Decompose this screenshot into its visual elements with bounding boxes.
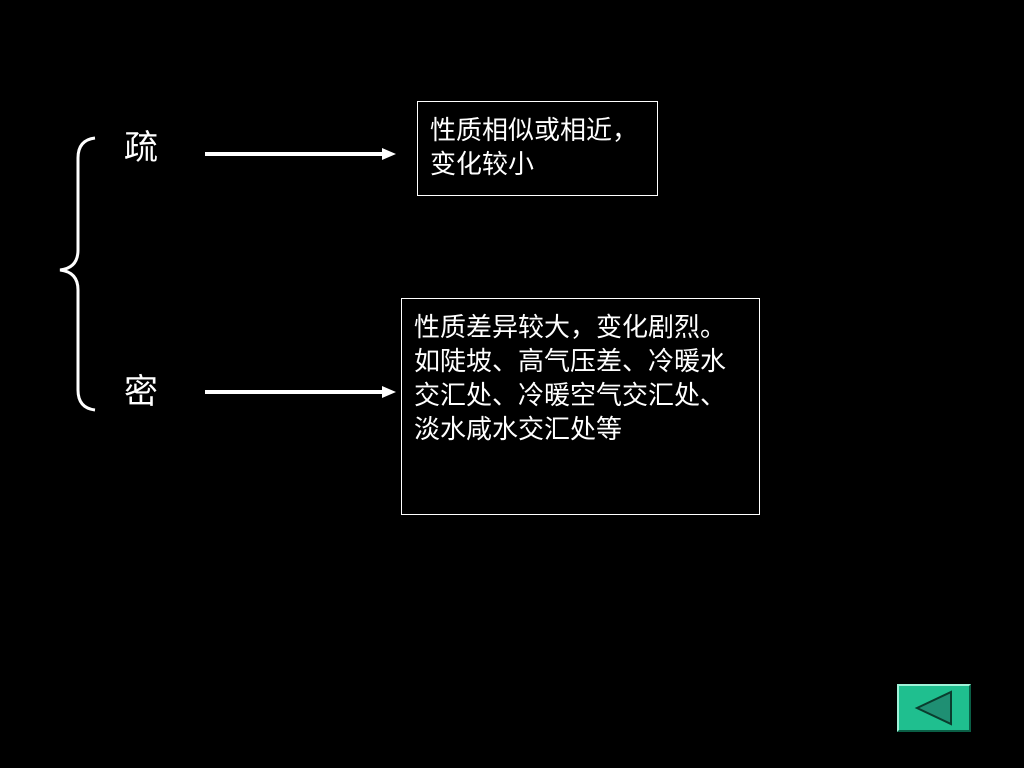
left-brace xyxy=(59,136,96,412)
arrow-dense-head xyxy=(382,386,396,398)
box-dense-description: 性质差异较大，变化剧烈。如陡坡、高气压差、冷暖水交汇处、冷暖空气交汇处、淡水咸水… xyxy=(401,298,760,515)
back-button[interactable] xyxy=(897,684,971,732)
triangle-left-icon xyxy=(914,690,952,726)
term-sparse: 疏 xyxy=(124,128,158,168)
arrow-sparse-head xyxy=(382,148,396,160)
term-dense: 密 xyxy=(124,372,158,412)
box-sparse-description: 性质相似或相近，变化较小 xyxy=(417,101,658,196)
